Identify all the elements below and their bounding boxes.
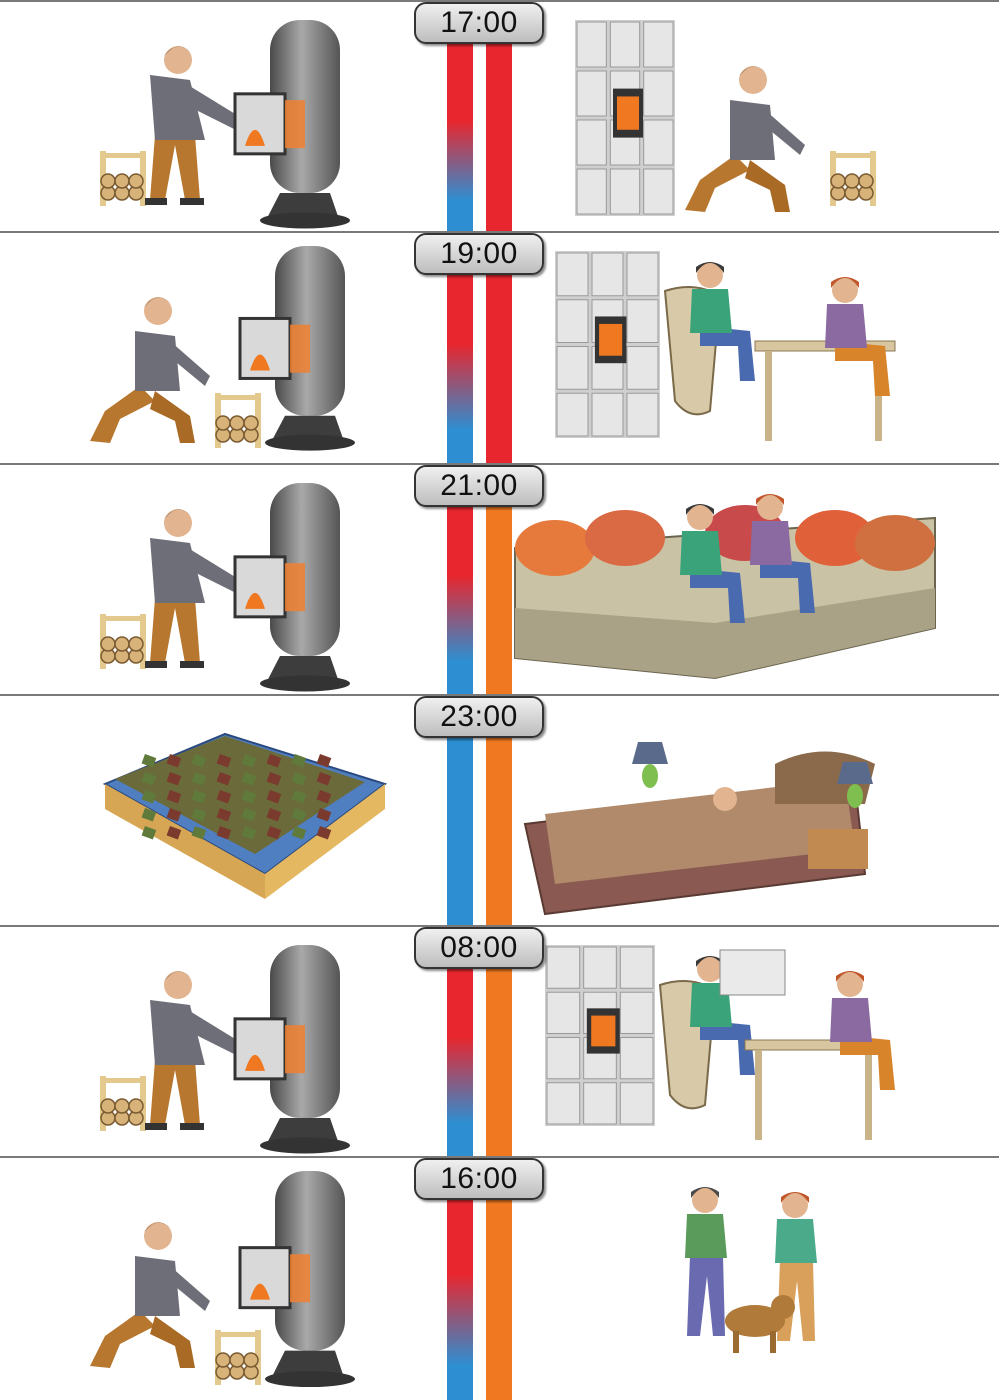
right-temperature-bar [486, 709, 512, 925]
wood-rack [215, 393, 261, 448]
time-label: 21:00 [414, 465, 544, 507]
panel-divider [0, 1156, 999, 1158]
time-label: 17:00 [414, 2, 544, 44]
left-temperature-bar [447, 940, 473, 1156]
right-temperature-bar [486, 1171, 512, 1400]
wood-rack [215, 1330, 261, 1385]
left-illustration [100, 20, 350, 229]
panel-illustrations [100, 945, 895, 1154]
right-illustration [685, 1187, 817, 1353]
time-panel: 17:00 [0, 0, 999, 231]
corner-sofa [514, 505, 936, 680]
time-panel: 08:00 [0, 925, 999, 1156]
time-label: 08:00 [414, 927, 544, 969]
woman-seated [825, 277, 890, 396]
iron-stove [233, 945, 350, 1154]
iron-stove [238, 246, 355, 451]
right-temperature-bar [486, 30, 512, 231]
cold-bed [102, 732, 388, 899]
man-loading-stove [145, 971, 245, 1130]
left-illustration [90, 246, 355, 451]
panel-illustrations [100, 483, 936, 692]
right-illustration [514, 494, 936, 680]
woman-on-sofa [750, 494, 815, 613]
sofa-cushion [795, 510, 875, 566]
man-seated [690, 262, 755, 381]
panel-illustrations [90, 246, 896, 451]
panel-divider [0, 0, 999, 2]
panel-divider [0, 694, 999, 696]
left-illustration [90, 1171, 355, 1388]
tile-stove [555, 251, 660, 438]
newspaper [719, 949, 786, 996]
time-panel: 23:00 [0, 694, 999, 925]
right-illustration [575, 20, 876, 216]
panel-divider [0, 925, 999, 927]
left-illustration [100, 945, 350, 1154]
man-walking [685, 1187, 727, 1336]
right-temperature-bar [486, 940, 512, 1156]
right-temperature-bar [486, 246, 512, 463]
left-illustration [102, 732, 388, 899]
sofa-cushion [855, 515, 935, 571]
man-kneeling-at-stove [90, 1222, 210, 1368]
man-kneeling-at-stove [90, 297, 210, 443]
man-loading-stove [145, 509, 245, 668]
tile-stove [545, 945, 655, 1126]
time-label: 23:00 [414, 696, 544, 738]
woman-with-tablet [830, 971, 895, 1090]
sofa-cushion [515, 520, 595, 576]
panel-illustrations [100, 20, 876, 229]
time-label: 19:00 [414, 233, 544, 275]
time-label: 16:00 [414, 1158, 544, 1200]
time-panel: 16:00 [0, 1156, 999, 1400]
nightstand [808, 829, 868, 869]
bedside-lamp-right [837, 762, 873, 808]
left-temperature-bar [447, 1171, 473, 1400]
left-temperature-bar [447, 478, 473, 694]
left-illustration [100, 483, 350, 692]
wood-rack [100, 1076, 146, 1131]
time-panel: 21:00 [0, 463, 999, 694]
woman-walking [775, 1192, 817, 1341]
iron-stove [238, 1171, 355, 1388]
panel-divider [0, 231, 999, 233]
bedside-lamp-left [632, 742, 668, 788]
left-temperature-bar [447, 246, 473, 463]
dog [725, 1295, 795, 1353]
left-temperature-bar [447, 30, 473, 231]
sofa-cushion [585, 510, 665, 566]
iron-stove [233, 20, 350, 229]
wood-rack [830, 151, 876, 206]
right-temperature-bar [486, 478, 512, 694]
panel-illustrations [90, 1171, 817, 1388]
warm-bed [523, 751, 875, 916]
man-reclining [680, 504, 745, 623]
right-illustration [523, 742, 875, 916]
man-loading-stove [145, 46, 245, 205]
left-temperature-bar [447, 709, 473, 925]
right-illustration [545, 945, 895, 1140]
tile-stove [575, 20, 675, 216]
iron-stove [233, 483, 350, 692]
time-panel: 19:00 [0, 231, 999, 463]
wood-rack [100, 614, 146, 669]
panel-illustrations [102, 732, 875, 916]
panel-divider [0, 463, 999, 465]
wood-rack [100, 151, 146, 206]
man-loading-tile-stove [685, 66, 805, 212]
right-illustration [555, 251, 896, 441]
